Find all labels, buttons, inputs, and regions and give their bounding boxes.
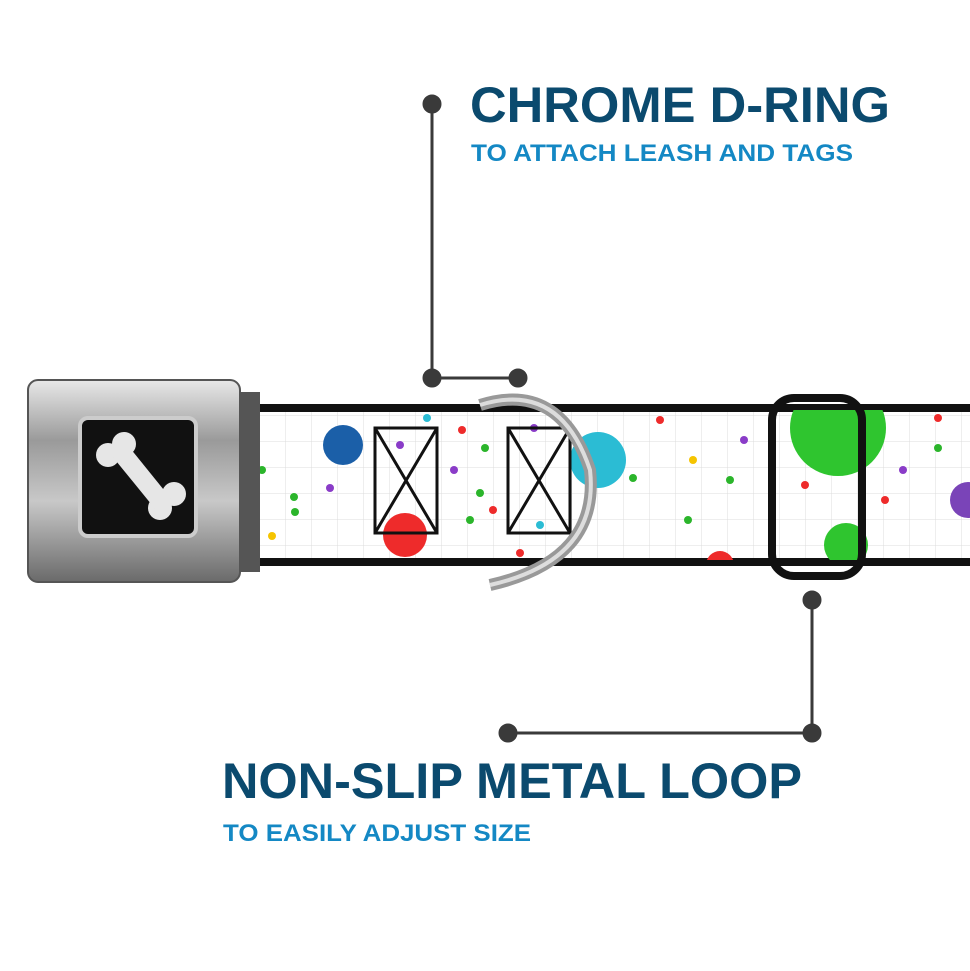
polka-dot bbox=[450, 466, 458, 474]
polka-dot bbox=[656, 416, 664, 424]
polka-dot bbox=[950, 482, 970, 518]
polka-dot bbox=[423, 414, 431, 422]
leader-loop bbox=[498, 590, 822, 743]
polka-dot bbox=[740, 436, 748, 444]
polka-dot bbox=[481, 444, 489, 452]
loop-subtitle: TO EASILY ADJUST SIZE bbox=[223, 820, 531, 847]
polka-dot bbox=[291, 508, 299, 516]
stitching bbox=[373, 426, 572, 535]
polka-dot bbox=[824, 523, 868, 560]
polka-dot bbox=[726, 476, 734, 484]
metal-loop bbox=[768, 394, 866, 580]
polka-dot bbox=[706, 551, 734, 560]
loop-title: NON-SLIP METAL LOOP bbox=[222, 753, 802, 809]
polka-dot bbox=[458, 426, 466, 434]
polka-dot bbox=[489, 506, 497, 514]
leader-dring bbox=[422, 94, 528, 388]
dring-title: CHROME D-RING bbox=[470, 77, 890, 133]
polka-dot bbox=[934, 414, 942, 422]
polka-dot bbox=[516, 549, 524, 557]
polka-dot bbox=[268, 532, 276, 540]
collar-strap bbox=[230, 404, 970, 566]
polka-dot bbox=[629, 474, 637, 482]
polka-dot bbox=[934, 444, 942, 452]
polka-dot bbox=[881, 496, 889, 504]
polka-dot bbox=[396, 441, 404, 449]
polka-dot bbox=[290, 493, 298, 501]
polka-dot bbox=[689, 456, 697, 464]
dring-subtitle: TO ATTACH LEASH AND TAGS bbox=[471, 140, 853, 167]
polka-dot bbox=[466, 516, 474, 524]
polka-dot bbox=[899, 466, 907, 474]
polka-dot bbox=[383, 513, 427, 557]
polka-dot bbox=[801, 481, 809, 489]
polka-dot bbox=[476, 489, 484, 497]
bone-icon bbox=[96, 432, 186, 520]
polka-dot bbox=[536, 521, 544, 529]
seatbelt-buckle bbox=[27, 379, 260, 583]
polka-dot bbox=[326, 484, 334, 492]
polka-dot bbox=[684, 516, 692, 524]
polka-dot bbox=[323, 425, 363, 465]
